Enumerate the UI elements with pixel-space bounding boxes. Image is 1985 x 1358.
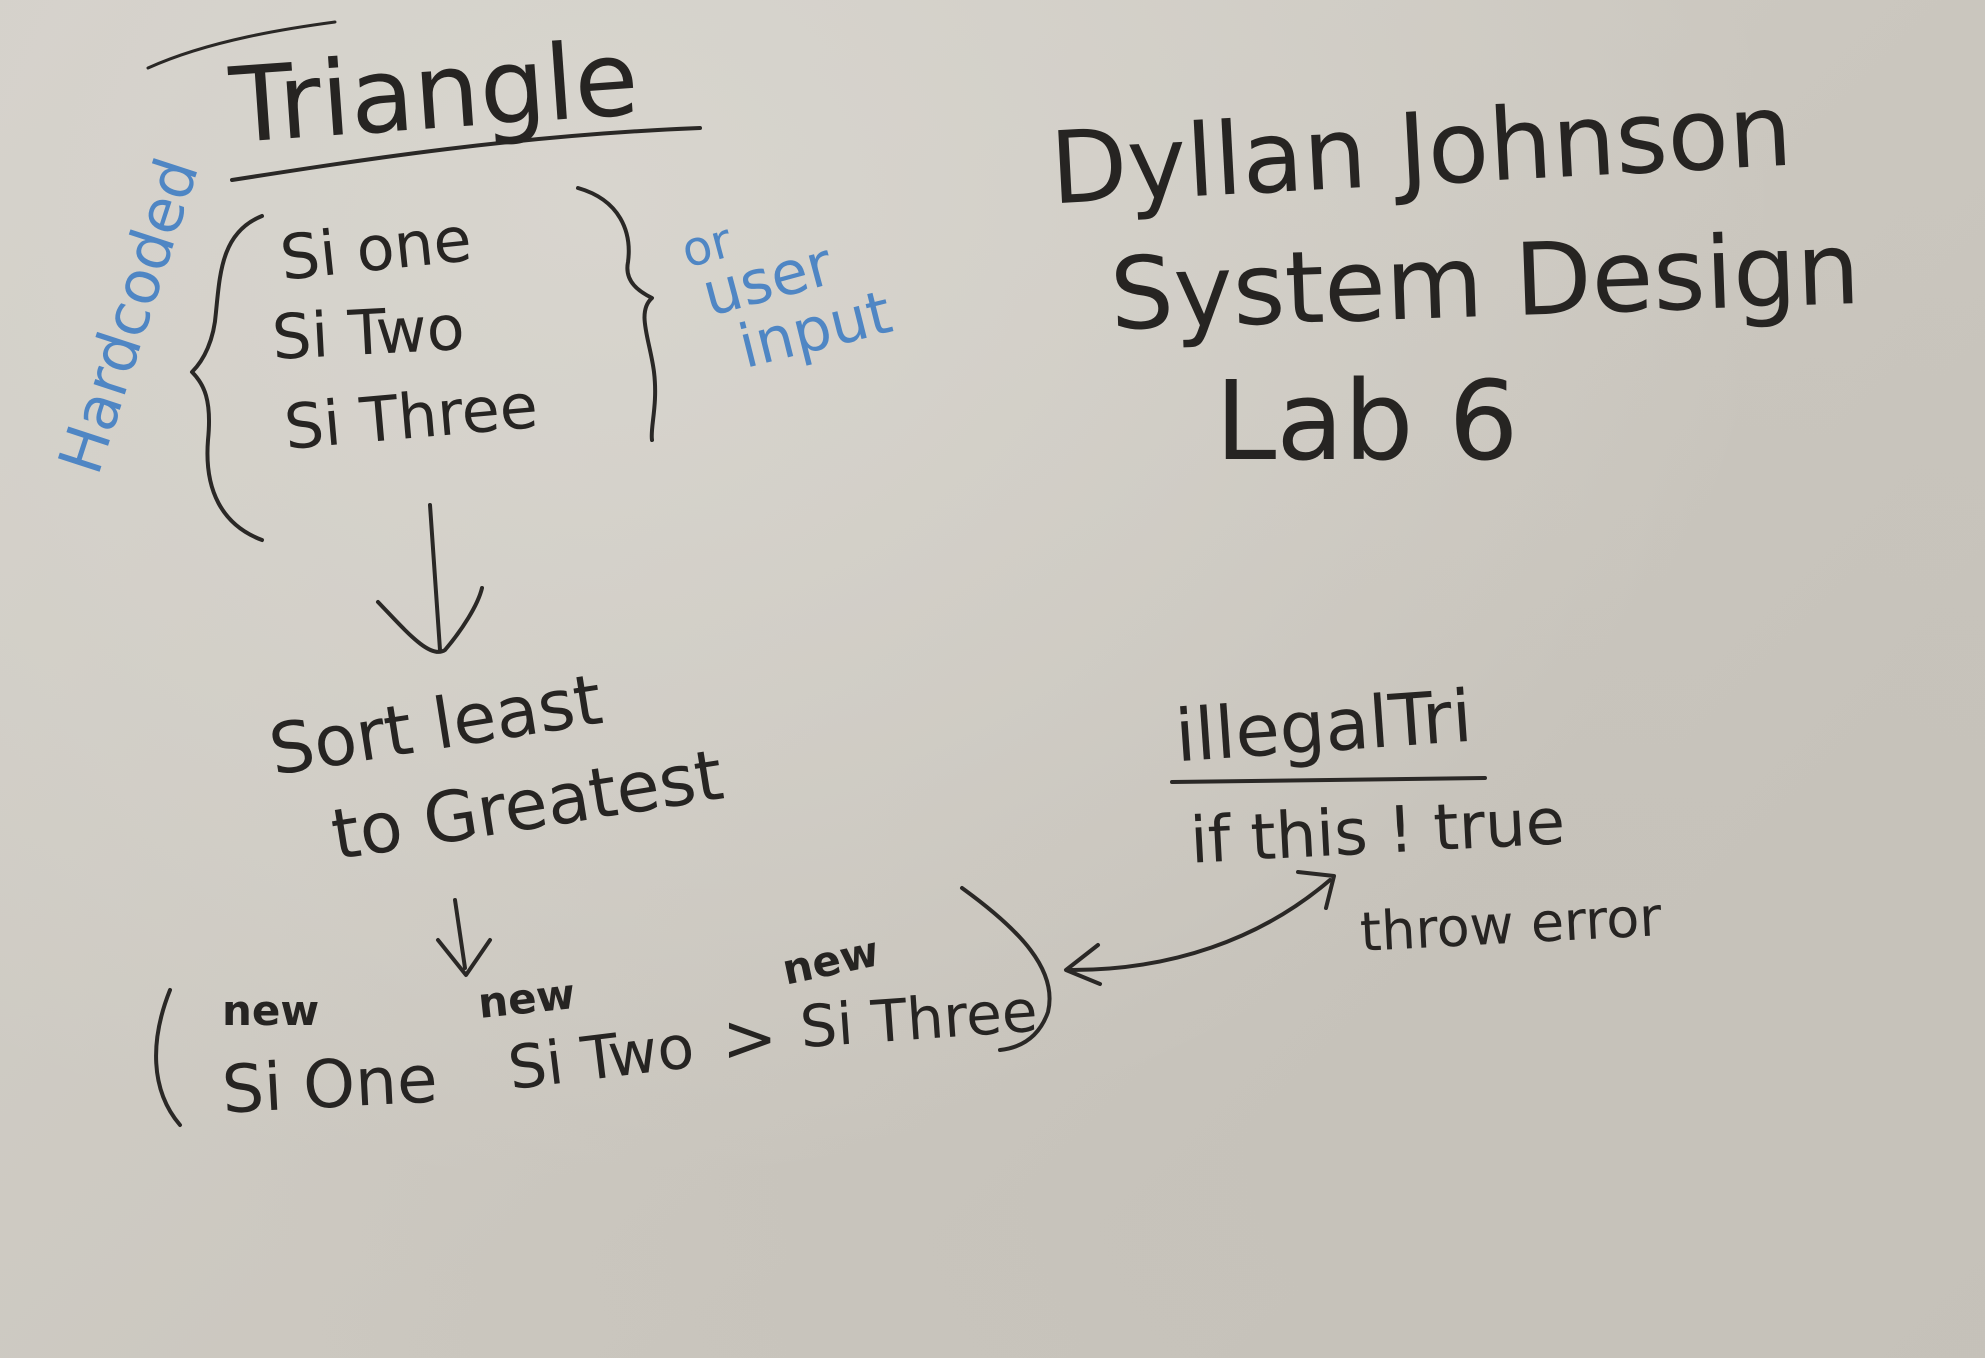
right-paren — [960, 886, 1052, 1052]
title-swash — [146, 20, 337, 70]
condition-operator: > — [722, 1000, 778, 1077]
course-name: System Design — [1108, 209, 1862, 354]
down-arrow-1 — [428, 503, 442, 652]
diagram-title: Triangle — [226, 16, 643, 168]
left-brace — [190, 214, 264, 542]
double-arrow — [1070, 878, 1332, 972]
condition-var-1: Si One — [220, 1040, 440, 1129]
condition-new-1: new — [222, 986, 320, 1035]
input-si-one: Si one — [276, 202, 475, 295]
title-underline — [230, 126, 702, 182]
exception-name: illegalTri — [1172, 673, 1475, 779]
exception-underline — [1170, 776, 1487, 784]
double-arrow-left-head — [1064, 943, 1102, 986]
input-si-two: Si Two — [270, 291, 467, 374]
exception-rule: if this ! true — [1188, 785, 1567, 879]
down-arrow-2-head — [436, 938, 492, 977]
down-arrow-1-head — [376, 586, 484, 654]
condition-var-3: Si Three — [797, 976, 1040, 1062]
condition-new-2: new — [475, 969, 578, 1028]
left-paren — [154, 988, 182, 1127]
lab-number: Lab 6 — [1215, 357, 1519, 485]
exception-action: throw error — [1358, 885, 1663, 964]
down-arrow-2 — [453, 898, 467, 970]
double-arrow-right-head — [1296, 870, 1336, 910]
right-brace — [576, 186, 658, 442]
